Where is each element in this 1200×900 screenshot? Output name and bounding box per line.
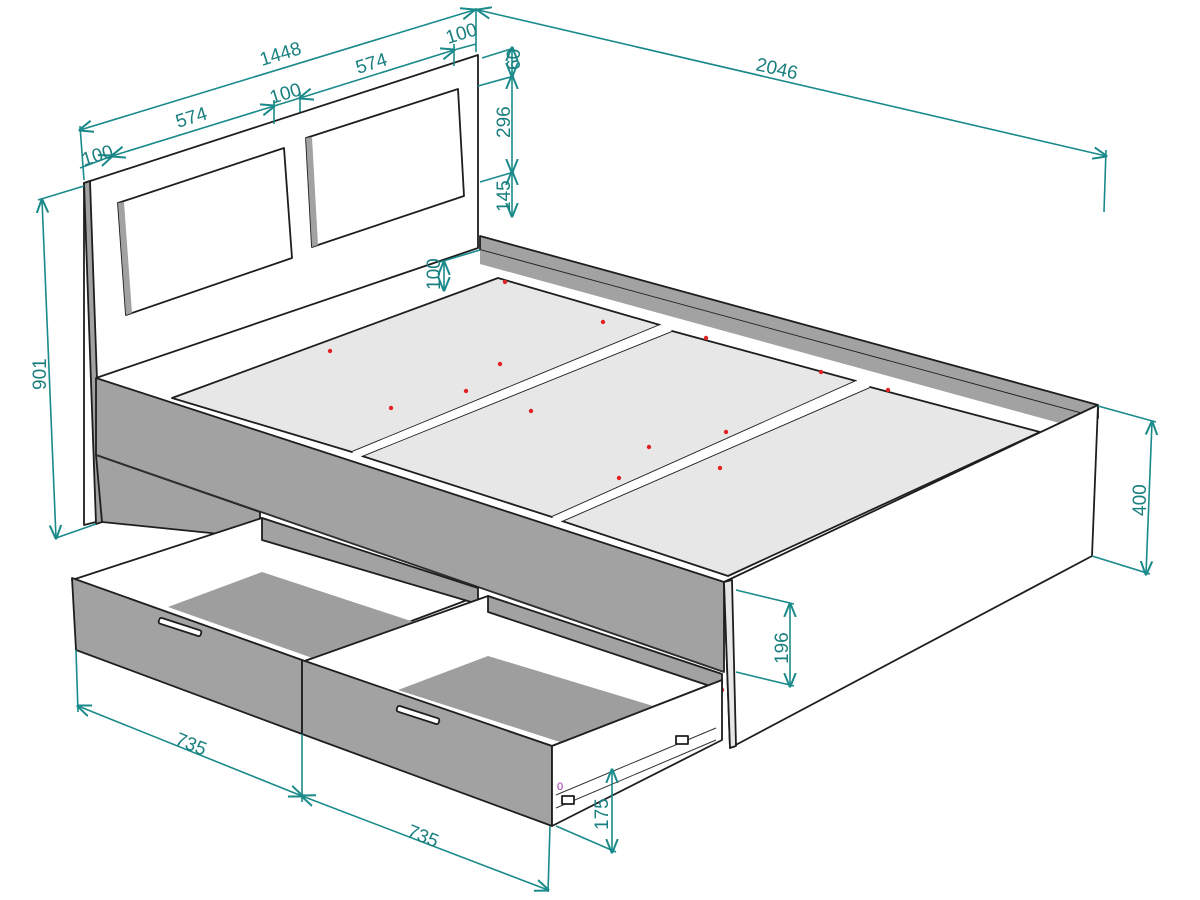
dim-overall-width: 1448 [257,38,304,70]
dim-drawer-height: 175 [592,798,613,830]
drawer-left-handle[interactable] [157,616,203,638]
dim-deck-offset: 100 [424,258,445,290]
fastener-dot [463,388,469,394]
dimension-lines [38,8,1156,893]
fastener-dot [885,387,891,393]
dim-panel-width-left: 574 [173,103,210,132]
drawer-right-handle[interactable] [395,704,441,726]
fastener-dot [497,361,503,367]
dim-headboard-height: 901 [30,358,51,390]
fastener-dot [600,319,606,325]
dim-overall-length: 2046 [754,54,800,84]
fastener-dot [818,369,824,375]
drawer-right: 0 [301,595,723,827]
fastener-dot [616,475,622,481]
fastener-dot [703,335,709,341]
dim-rail-height: 196 [772,632,793,664]
dim-panel-width-right: 574 [353,49,390,78]
fastener-dot [646,444,652,450]
drawer-left [71,517,479,735]
fastener-dot [502,279,508,285]
dim-center-gap: 100 [267,79,303,108]
fastener-dot [327,348,333,354]
dim-top-margin: 60 [504,49,525,70]
fastener-dot [528,408,534,414]
dim-edge-margin-left: 100 [79,141,115,170]
dim-panel-height: 296 [494,106,515,138]
fastener-dot [388,405,394,411]
drawer-runner [555,727,717,796]
drawer-label-mark: 0 [557,781,563,793]
dim-side-height: 400 [1130,484,1151,516]
fastener-dot [717,465,723,471]
dim-panel-bottom-gap: 145 [494,180,515,212]
fastener-dot [723,429,729,435]
